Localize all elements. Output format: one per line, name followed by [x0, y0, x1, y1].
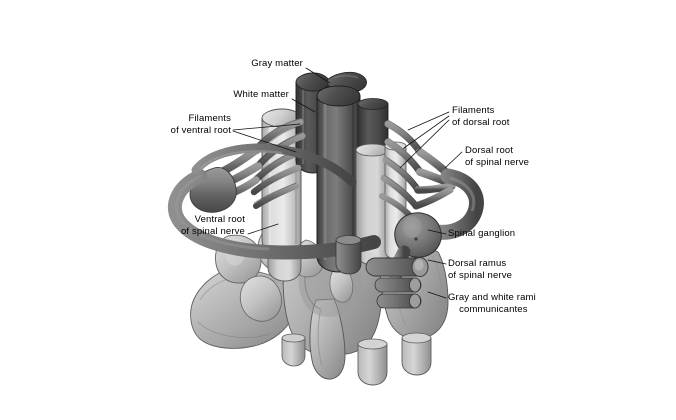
leader-filaments-of-dorsal-root-0 [407, 111, 450, 131]
label-dorsal-ramus-of-spinal-nerve: Dorsal ramus of spinal nerve [448, 258, 513, 281]
leader-spinal-ganglion-0 [427, 229, 447, 235]
leader-dorsal-root-of-spinal-nerve-0 [444, 151, 463, 169]
leader-ventral-root-of-spinal-nerve-0 [247, 223, 279, 235]
label-gray-matter: Gray matter [251, 58, 303, 69]
dorsal-ramus [365, 257, 429, 277]
label-dorsal-root-of-spinal-nerve: Dorsal root of spinal nerve [465, 145, 530, 168]
leader-gray-and-white-rami-communicantes-0 [427, 291, 447, 299]
leader-gray-matter-0 [305, 67, 331, 84]
leader-filaments-of-ventral-root-0 [232, 123, 301, 131]
leader-filaments-of-ventral-root-1 [232, 130, 297, 153]
label-ventral-root-of-spinal-nerve: Ventral root of spinal nerve [180, 214, 245, 237]
ventral-ramus-stump [335, 235, 362, 275]
dorsal-rootlets-outline [383, 119, 422, 204]
leader-lines [232, 67, 463, 299]
leader-dorsal-ramus-of-spinal-nerve-0 [427, 259, 447, 265]
leader-filaments-of-dorsal-root-1 [403, 115, 450, 149]
ventral-root-upper-arc [191, 143, 357, 187]
label-white-matter: White matter [233, 89, 289, 100]
vertebra-inferior-articular-left [239, 275, 282, 322]
rami-communicantes [374, 277, 422, 309]
leader-white-matter-0 [291, 98, 316, 113]
vertebra-cut-stumps [281, 332, 432, 386]
leader-filaments-of-dorsal-root-2 [399, 119, 450, 169]
label-filaments-of-ventral-root: Filaments of ventral root [170, 113, 231, 136]
dorsal-root-of-spinal-nerve [428, 168, 484, 240]
label-filaments-of-dorsal-root: Filaments of dorsal root [452, 105, 510, 128]
vertebra-knob [329, 267, 354, 303]
label-gray-and-white-rami-communicantes: Gray and white rami communicantes [448, 292, 536, 315]
ventral-root-of-spinal-nerve [167, 169, 381, 260]
label-spinal-ganglion: Spinal ganglion [448, 228, 516, 239]
